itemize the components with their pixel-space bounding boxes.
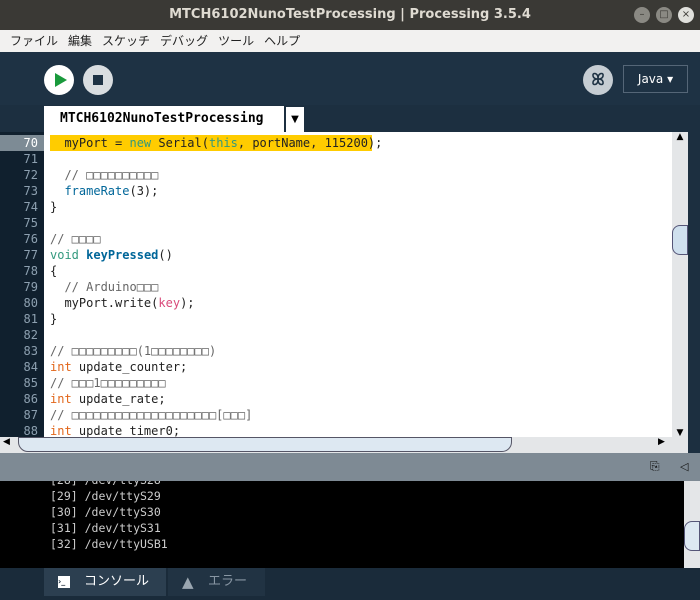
mode-selector[interactable]: Java ▾: [623, 65, 688, 93]
run-button[interactable]: [44, 65, 74, 95]
tab-console[interactable]: ›_ コンソール: [44, 568, 166, 596]
line-number: 78: [23, 264, 38, 278]
toolbar: ꕤ: [0, 52, 700, 105]
menu-item[interactable]: ファイル: [10, 34, 59, 48]
editor-vertical-scrollbar[interactable]: ▲▼: [672, 132, 688, 438]
code-line[interactable]: int update_timer0;: [50, 424, 181, 438]
bottom-tabs: ›_ コンソール ▲ エラー: [0, 568, 700, 600]
warning-icon: ▲: [182, 573, 194, 591]
butterfly-icon: ꕤ: [591, 70, 605, 89]
line-number: 70: [0, 135, 44, 151]
play-icon: [55, 73, 67, 87]
window-title: MTCH6102NunoTestProcessing | Processing …: [0, 0, 700, 30]
code-line[interactable]: {: [50, 264, 58, 278]
menu-bar: ファイル編集スケッチデバッグツールヘルプ: [0, 30, 700, 52]
menu-item[interactable]: スケッチ: [102, 34, 151, 48]
line-number: 88: [23, 424, 38, 438]
code-line[interactable]: int update_counter;: [50, 360, 188, 374]
line-number: 73: [23, 184, 38, 198]
tab-menu-button[interactable]: ▼: [286, 107, 304, 132]
console-output: [28] /dev/ttyS28[29] /dev/ttyS29 [30] /de…: [0, 481, 684, 568]
code-line[interactable]: // □□□1□□□□□□□□□: [50, 376, 166, 390]
console-icon: ›_: [58, 576, 70, 588]
code-line[interactable]: int update_rate;: [50, 392, 166, 406]
menu-item[interactable]: ヘルプ: [264, 34, 301, 48]
console-scrollbar[interactable]: [684, 481, 700, 568]
close-button[interactable]: ×: [678, 7, 694, 23]
code-line[interactable]: frameRate(3);: [64, 184, 159, 198]
line-number: 86: [23, 392, 38, 406]
line-number: 74: [23, 200, 38, 214]
code-line[interactable]: void keyPressed(): [50, 248, 173, 262]
code-line[interactable]: // □□□□□□□□□(1□□□□□□□□): [50, 344, 217, 358]
menu-item[interactable]: 編集: [68, 34, 93, 48]
code-line[interactable]: // □□□□□□□□□□: [64, 168, 159, 182]
maximize-button[interactable]: □: [656, 7, 672, 23]
code-line[interactable]: myPort.write(key);: [50, 296, 195, 310]
line-number: 80: [23, 296, 38, 310]
console-line: [30] /dev/ttyS30: [50, 505, 161, 519]
line-number: 87: [23, 408, 38, 422]
console-line: [28] /dev/ttyS28: [50, 481, 161, 488]
menu-item[interactable]: ツール: [218, 34, 255, 48]
line-number: 77: [23, 248, 38, 262]
code-line[interactable]: // □□□□□□□□□□□□□□□□□□□□[□□□]: [50, 408, 253, 422]
code-line[interactable]: // □□□□: [50, 232, 101, 246]
tab-errors[interactable]: ▲ エラー: [168, 568, 265, 596]
stop-icon: [93, 75, 103, 85]
line-number: 75: [23, 216, 38, 230]
code-line[interactable]: }: [50, 200, 58, 214]
editor-horizontal-scroll-thumb[interactable]: [18, 437, 512, 452]
minimize-button[interactable]: –: [634, 7, 650, 23]
tab-console-label: コンソール: [84, 574, 150, 589]
console-line: [29] /dev/ttyS29: [50, 489, 161, 503]
code-editor[interactable]: myPort = new Serial(this, portName, 1152…: [44, 132, 672, 438]
code-line[interactable]: }: [50, 312, 58, 326]
debug-mode-button[interactable]: ꕤ: [583, 65, 613, 95]
collapse-icon[interactable]: ◁: [680, 460, 689, 473]
code-line[interactable]: myPort = new Serial(this, portName, 1152…: [50, 135, 383, 151]
line-number: 72: [23, 168, 38, 182]
line-number: 83: [23, 344, 38, 358]
line-number: 79: [23, 280, 38, 294]
line-number: 85: [23, 376, 38, 390]
line-number: 71: [23, 152, 38, 166]
tab-errors-label: エラー: [208, 574, 248, 589]
menu-item[interactable]: デバッグ: [160, 34, 209, 48]
editor-vertical-scroll-thumb[interactable]: [672, 225, 688, 255]
line-number: 81: [23, 312, 38, 326]
tab-sketch[interactable]: MTCH6102NunoTestProcessing: [44, 106, 284, 132]
stop-button[interactable]: [83, 65, 113, 95]
line-number: 84: [23, 360, 38, 374]
console-line: [31] /dev/ttyS31: [50, 521, 161, 535]
console-line: [32] /dev/ttyUSB1: [50, 537, 168, 551]
code-line[interactable]: // Arduino□□□: [64, 280, 159, 294]
line-number: 82: [23, 328, 38, 342]
line-number: 76: [23, 232, 38, 246]
console-header: ⎘ ◁: [0, 453, 700, 481]
clipboard-icon[interactable]: ⎘: [650, 459, 660, 473]
